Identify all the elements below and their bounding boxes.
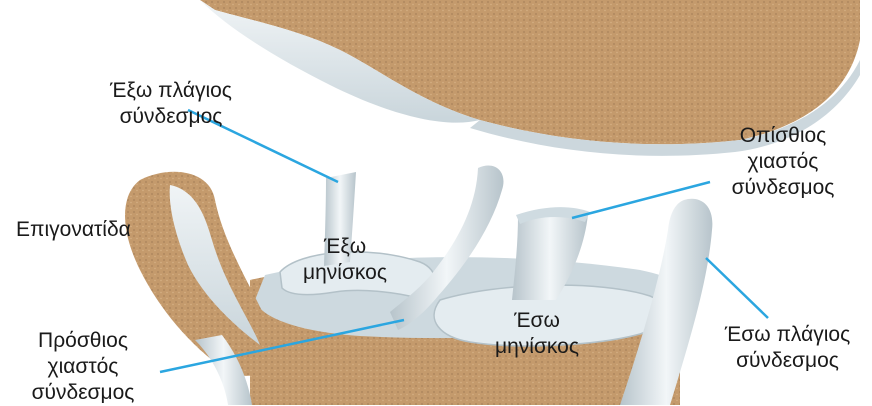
label-anterior-cruciate-ligament: Πρόσθιος χιαστός σύνδεσμος xyxy=(8,328,158,406)
label-lateral-meniscus: Έξω μηνίσκος xyxy=(280,234,410,286)
label-medial-collateral-ligament: Έσω πλάγιος σύνδεσμος xyxy=(710,322,865,374)
label-medial-meniscus: Έσω μηνίσκος xyxy=(472,308,602,360)
label-lateral-collateral-ligament: Έξω πλάγιος σύνδεσμος xyxy=(96,78,246,130)
label-posterior-cruciate-ligament: Οπίσθιος χιαστός σύνδεσμος xyxy=(708,123,858,201)
leader-line-medial-collateral xyxy=(706,258,768,318)
label-patella: Επιγονατίδα xyxy=(16,217,196,243)
